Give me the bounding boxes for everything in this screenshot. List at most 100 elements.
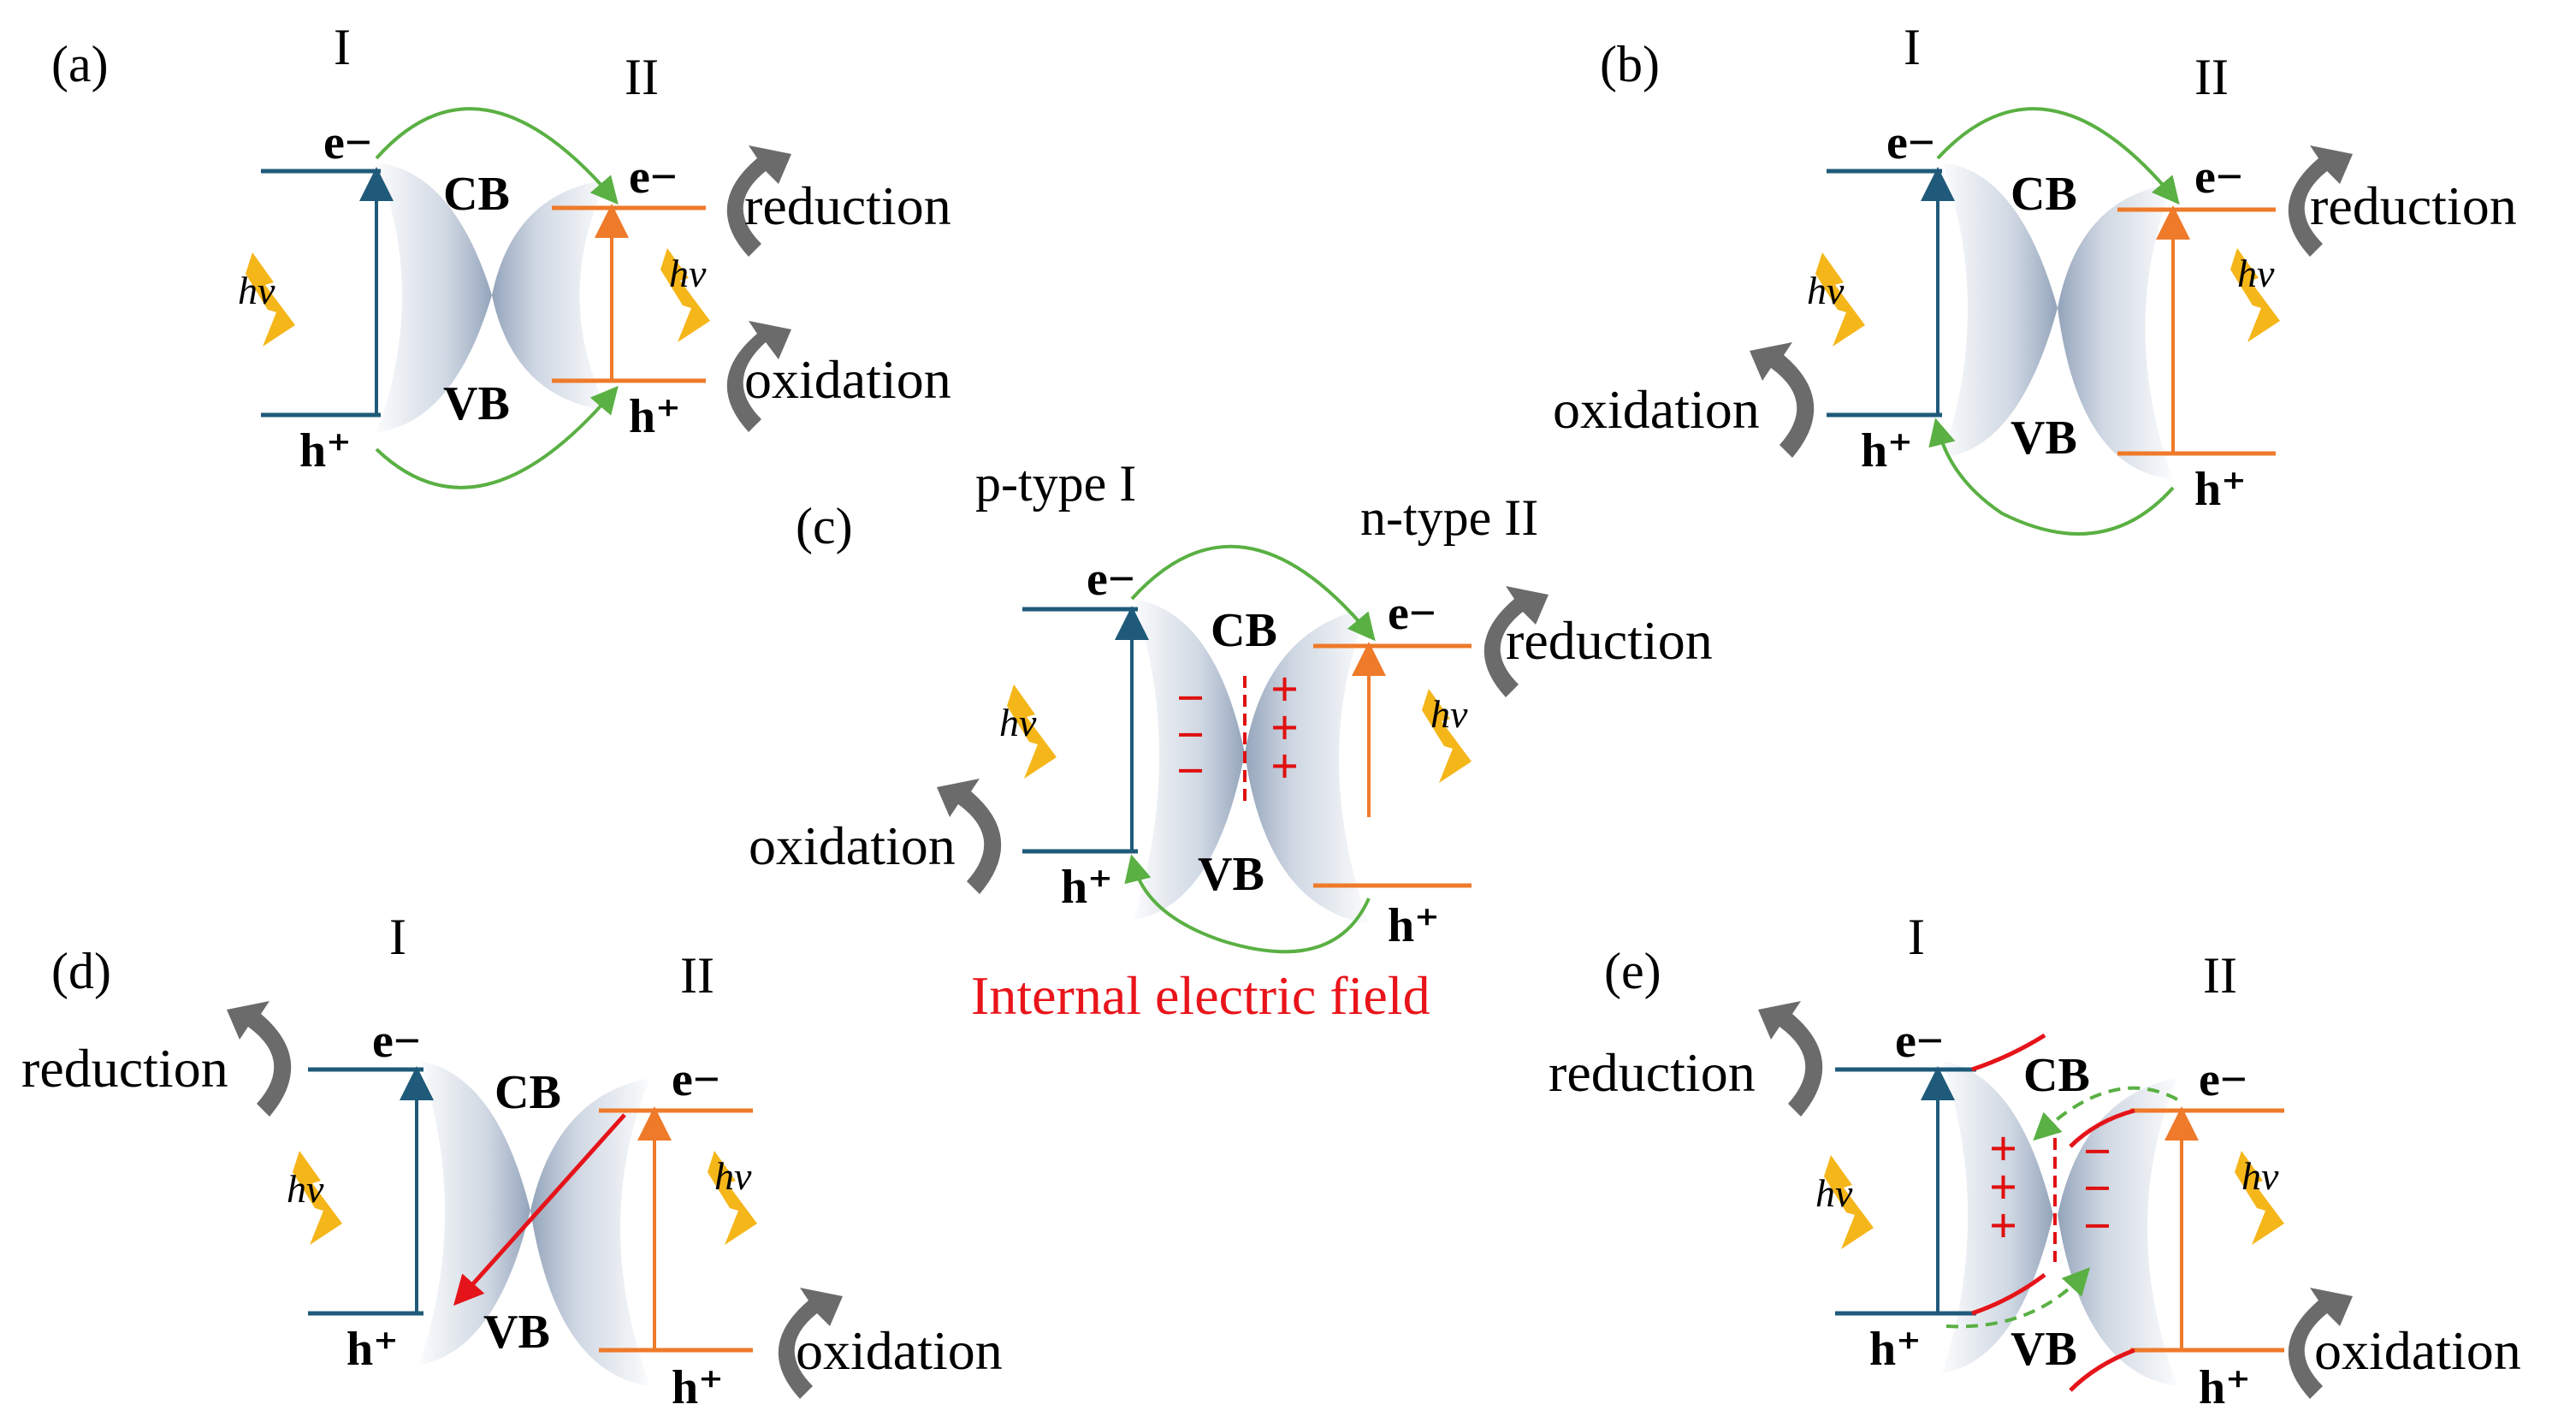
panel-c-reduction: reduction [1506, 610, 1713, 671]
panel-e-electron: e− [1895, 1015, 1944, 1068]
panel-a-hole-II: h⁺ [629, 390, 681, 443]
panel-c-reduction-arrow-icon [1483, 586, 1549, 697]
panel-c-hv-II: hv [1430, 692, 1468, 736]
panel-b-hole-II: h⁺ [2194, 463, 2247, 516]
panel-e-label: (e) [1604, 943, 1661, 999]
panel-c-electron-II: e− [1388, 587, 1436, 640]
panel-d-sc-I-label: I [389, 909, 406, 965]
panel-e-oxidation-arrow-icon [2288, 1288, 2353, 1399]
panel-a-vb-label: VB [443, 377, 510, 430]
panel-d-hv-I: hv [287, 1167, 324, 1211]
panel-e-band-bend-vb-I [1971, 1272, 2046, 1316]
panel-e-sc-II-label: II [2203, 947, 2237, 1004]
panel-e-hole-II: h⁺ [2199, 1361, 2251, 1414]
panel-c-oxidation-arrow-icon [937, 779, 1002, 894]
panel-c-minus-2: − [1176, 707, 1205, 762]
panel-c-electron-transfer [1130, 544, 1376, 642]
panel-b-reduction: reduction [2310, 175, 2517, 236]
panel-e-plus-3: + [1989, 1198, 2017, 1253]
panel-e: (e) I II + + + − − − e− h⁺ CB VB e− h⁺ h… [1549, 909, 2521, 1414]
panel-a-sc-I-label: I [334, 19, 351, 75]
panel-d: (d) I II e− h⁺ CB VB e− h⁺ hv hv reducti… [21, 909, 1003, 1414]
panel-e-reduction: reduction [1549, 1042, 1756, 1103]
panel-a-lens-right [492, 180, 607, 411]
panel-b-reduction-arrow-icon [2288, 145, 2353, 257]
panel-e-band-bend-cb-I [1971, 1033, 2046, 1072]
panel-c-hv-I: hv [999, 701, 1037, 744]
panel-e-plus-1: + [1989, 1121, 2017, 1176]
panel-c-label: (c) [796, 498, 853, 554]
panel-a-lens-left [376, 163, 492, 432]
panel-c-plus-3: + [1270, 738, 1299, 794]
panel-c-minus-3: − [1176, 743, 1205, 798]
panel-d-lens-right [530, 1078, 650, 1386]
panel-e-hole-recombination [1945, 1267, 2091, 1329]
panel-b: (b) I II e− h⁺ CB VB e− h⁺ hv hv reducti… [1553, 19, 2517, 536]
panel-e-electron-II: e− [2199, 1053, 2247, 1106]
panel-a-sc-II-label: II [625, 49, 659, 105]
panel-e-hv-I: hv [1815, 1171, 1853, 1215]
panel-e-band-bend-cb-II [2069, 1108, 2135, 1148]
panel-d-oxidation: oxidation [796, 1320, 1003, 1381]
panel-b-oxidation: oxidation [1553, 379, 1760, 440]
panel-d-recombination-arrow [453, 1113, 626, 1307]
panel-a-label: (a) [51, 36, 109, 92]
panel-d-electron: e− [372, 1015, 421, 1068]
panel-d-reduction: reduction [21, 1038, 228, 1099]
panel-c-lens-right [1245, 607, 1369, 924]
panel-b-hole-transfer [1928, 418, 2175, 536]
panel-a-oxidation: oxidation [744, 349, 951, 410]
panel-e-hv-II: hv [2241, 1154, 2279, 1198]
panel-e-lens-left [1942, 1061, 2053, 1373]
panel-a-reduction-arrow-icon [726, 145, 791, 257]
panel-d-hole: h⁺ [346, 1323, 399, 1376]
panel-e-electron-recombination [2033, 1086, 2178, 1141]
panel-a-hv-II: hv [669, 252, 707, 295]
panel-d-electron-II: e− [672, 1053, 720, 1106]
panel-d-hv-II: hv [714, 1154, 752, 1198]
panel-d-hole-II: h⁺ [672, 1361, 724, 1414]
panel-b-electron: e− [1886, 116, 1935, 169]
panel-b-electron-transfer [1936, 107, 2180, 205]
panel-d-label: (d) [51, 943, 111, 999]
panel-e-plus-2: + [1989, 1159, 2017, 1215]
panel-b-sc-II-label: II [2194, 49, 2229, 105]
panel-b-vb-label: VB [2010, 412, 2077, 465]
panel-a-electron: e− [323, 116, 372, 169]
panel-d-oxidation-arrow-icon [778, 1288, 843, 1399]
panel-c-plus-2: + [1270, 700, 1299, 755]
panel-c-hole: h⁺ [1061, 861, 1113, 914]
panel-e-vb-label: VB [2010, 1323, 2077, 1376]
panel-a: (a) I II e− h⁺ CB VB e− h⁺ hv hv reducti… [51, 19, 951, 489]
panel-b-lens-left [1942, 163, 2058, 458]
panel-b-hv-I: hv [1807, 269, 1845, 312]
panel-c-plus-1: + [1270, 661, 1299, 717]
panel-d-vb-label: VB [483, 1306, 550, 1359]
panel-b-hole: h⁺ [1861, 424, 1913, 477]
panel-e-hole: h⁺ [1869, 1323, 1922, 1376]
panel-e-minus-2: − [2083, 1160, 2111, 1216]
panel-a-reduction: reduction [744, 175, 951, 236]
panel-c-cb-label: CB [1211, 604, 1277, 657]
panel-c-p-type-I: p-type I [975, 455, 1136, 512]
panel-d-cb-label: CB [494, 1066, 561, 1119]
panel-c-hole-transfer [1124, 854, 1371, 954]
panel-e-oxidation: oxidation [2314, 1320, 2521, 1381]
panel-b-hv-II: hv [2237, 252, 2275, 295]
panel-c-minus-1: − [1176, 670, 1205, 726]
panel-b-cb-label: CB [2010, 168, 2077, 221]
panel-c-electron: e− [1087, 553, 1135, 606]
panel-e-minus-3: − [2083, 1198, 2111, 1253]
panel-c-vb-label: VB [1198, 848, 1264, 901]
panel-b-label: (b) [1600, 36, 1660, 92]
panel-c-internal-field: Internal electric field [971, 965, 1430, 1026]
panel-c-oxidation: oxidation [749, 815, 956, 876]
panel-e-lens-right [2058, 1078, 2177, 1386]
panel-a-oxidation-arrow-icon [726, 321, 791, 432]
panel-e-band-bend-vb-II [2069, 1348, 2135, 1392]
panel-b-oxidation-arrow-icon [1750, 342, 1815, 458]
panel-b-electron-II: e− [2194, 151, 2243, 204]
panel-c-lens-left [1134, 599, 1245, 920]
panel-a-hv-I: hv [238, 269, 275, 312]
